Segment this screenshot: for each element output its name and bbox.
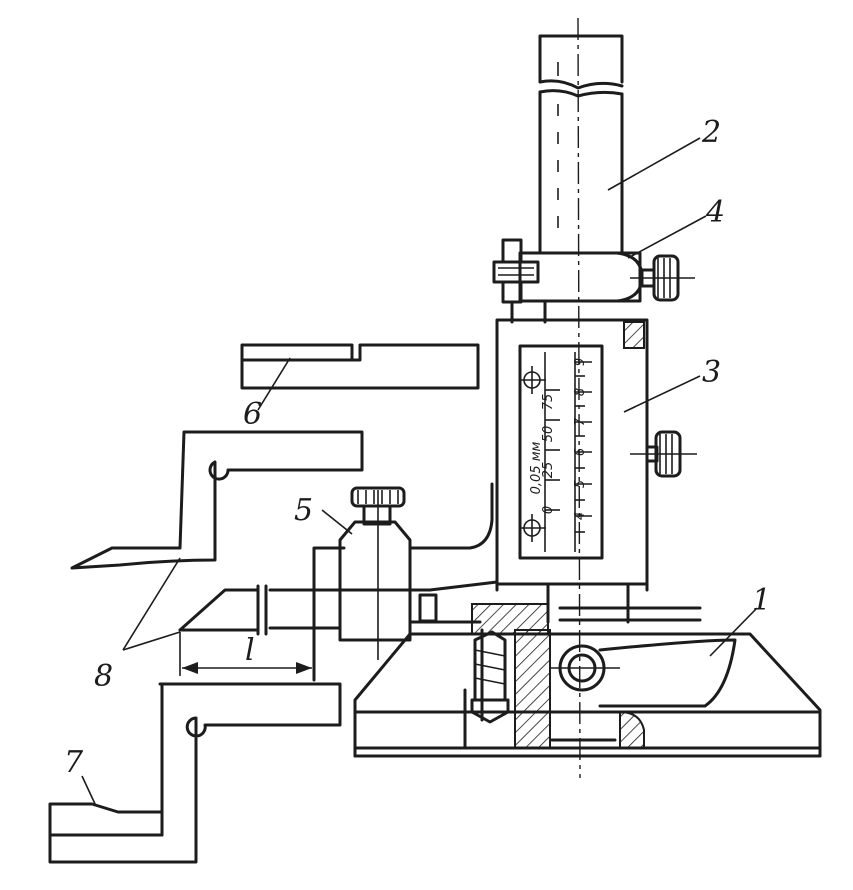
scale-tick-8: 8	[573, 388, 588, 396]
vernier-tick-50: 50	[541, 426, 556, 443]
leader-lines	[81, 137, 758, 807]
clamp-frame-4	[492, 238, 695, 324]
vernier-unit: 0,05 мм	[529, 441, 544, 494]
label-part-4: 4	[705, 195, 725, 230]
measuring-head-lower-7	[48, 682, 342, 864]
column-beam	[538, 34, 624, 254]
scale-tick-4: 4	[573, 512, 588, 520]
base-1	[353, 582, 822, 758]
scale-tick-5: 5	[573, 480, 588, 488]
scriber-6	[240, 343, 480, 390]
holder-5	[268, 482, 499, 682]
label-part-1: 1	[752, 583, 771, 618]
vernier-scale-text: 9 8 7 6 5 4 75 50 25 0 0,05 мм	[529, 358, 588, 520]
label-part-2: 2	[701, 115, 721, 150]
dimension-l	[179, 632, 315, 680]
label-part-7: 7	[64, 745, 84, 780]
label-part-6: 6	[243, 397, 262, 432]
center-axis	[577, 17, 581, 779]
vernier-frame-3	[495, 318, 697, 586]
scale-tick-6: 6	[573, 448, 588, 456]
label-part-5: 5	[294, 493, 313, 528]
vernier-tick-25: 25	[541, 462, 556, 479]
label-part-8: 8	[94, 659, 113, 694]
measuring-head-upper-8	[70, 430, 364, 636]
label-part-3: 3	[702, 355, 721, 390]
vernier-tick-0: 0	[541, 506, 556, 514]
label-dimension-l: l	[245, 633, 255, 668]
scale-tick-7: 7	[573, 417, 588, 426]
vernier-tick-75: 75	[541, 394, 556, 411]
scale-tick-9: 9	[573, 358, 588, 366]
